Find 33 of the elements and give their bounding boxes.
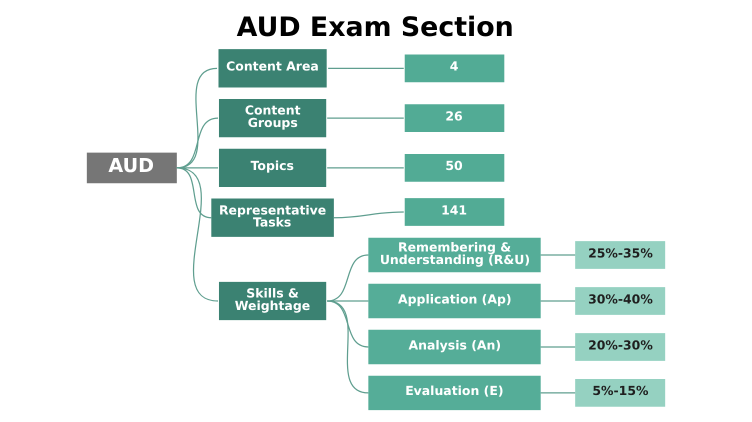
connector [540,392,576,394]
connector [327,167,404,169]
node-box: 4 [404,54,504,82]
node-box: Skills & Weightage [218,282,326,320]
node-box: Representative Tasks [211,198,334,237]
node-box: 25%-35% [575,241,666,269]
node-box: Content Area [218,49,327,88]
node-box: 20%-30% [575,333,666,361]
node-box: 30%-40% [575,287,666,315]
node-box: 26 [404,104,504,132]
node-box: Topics [218,148,326,188]
connector [176,118,218,169]
node-box: Application (Ap) [368,284,541,318]
connector [327,118,404,119]
node-box: Remembering & Understanding (R&U) [368,238,541,272]
node-box: 50 [404,154,504,182]
connector [540,254,576,256]
connector [334,211,404,218]
connector [328,68,404,69]
node-box: Content Groups [218,98,326,138]
connector [327,254,368,302]
node-box: Evaluation (E) [368,376,541,410]
node-box: 5%-15% [575,379,666,407]
connector [176,167,218,302]
node-box: 141 [404,198,504,226]
connector [176,167,212,218]
connector [176,68,218,169]
diagram-title: AUD Exam Section [236,12,514,44]
connector [327,300,368,394]
node-box: AUD [86,152,177,184]
connector [540,346,576,348]
node-box: Analysis (An) [368,330,541,364]
connector [540,300,576,302]
